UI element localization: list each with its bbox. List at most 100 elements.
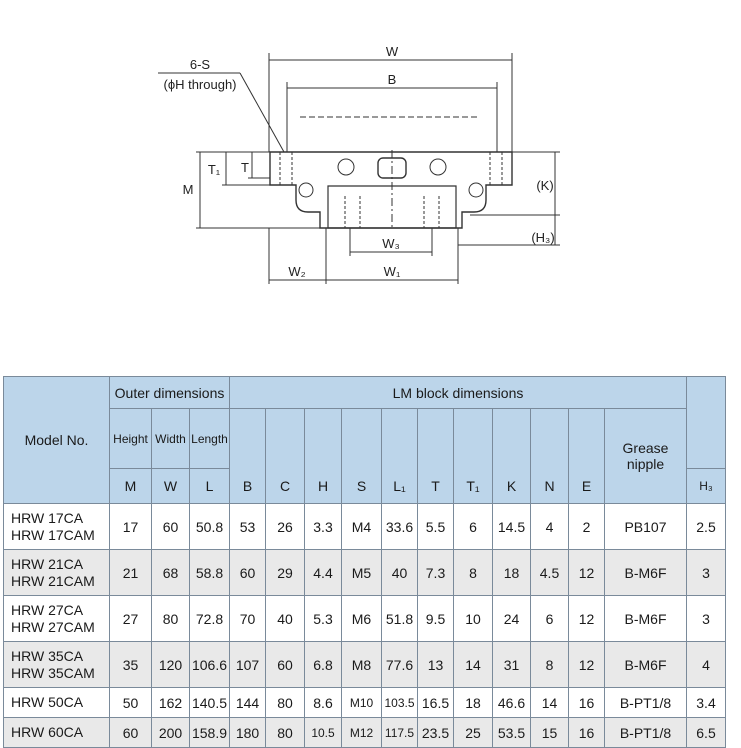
cell-l1: 51.8 (381, 595, 418, 642)
cell-b: 53 (229, 503, 266, 550)
cell-b: 180 (229, 717, 266, 748)
header-t: T (417, 408, 454, 504)
cell-h3: 3 (686, 549, 726, 596)
header-blank (686, 376, 726, 469)
cell-n: 8 (530, 641, 569, 688)
cell-e: 12 (568, 641, 605, 688)
cell-l: 50.8 (189, 503, 230, 550)
cell-h3: 6.5 (686, 717, 726, 748)
cell-t1: 10 (453, 595, 493, 642)
cell-l1: 77.6 (381, 641, 418, 688)
cell-h: 3.3 (304, 503, 342, 550)
cell-t: 13 (417, 641, 454, 688)
cell-n: 4 (530, 503, 569, 550)
label-k: (K) (536, 178, 553, 193)
cell-n: 15 (530, 717, 569, 748)
model-number: HRW 50CA (11, 694, 84, 710)
header-n: N (530, 408, 569, 504)
cell-h: 5.3 (304, 595, 342, 642)
cell-l: 106.6 (189, 641, 230, 688)
label-w: W (386, 44, 399, 59)
cell-c: 80 (265, 717, 305, 748)
cell-t1: 6 (453, 503, 493, 550)
cell-s: M6 (341, 595, 382, 642)
cell-b: 70 (229, 595, 266, 642)
cell-b: 144 (229, 687, 266, 718)
cell-t1: 8 (453, 549, 493, 596)
cell-l1: 40 (381, 549, 418, 596)
cell-m: 50 (109, 687, 152, 718)
cell-k: 53.5 (492, 717, 531, 748)
model-number: HRW 21CAM (11, 572, 95, 589)
header-t1: T₁ (453, 408, 493, 504)
cell-b: 107 (229, 641, 266, 688)
cell-m: 35 (109, 641, 152, 688)
cell-t1: 14 (453, 641, 493, 688)
cell-s: M10 (341, 687, 382, 718)
block-cross-section-drawing: W B 6-S (ϕH through) T₁ T M (K) (H₃) W₃ … (158, 44, 560, 284)
cell-n: 14 (530, 687, 569, 718)
cell-l1: 117.5 (381, 717, 418, 748)
cell-e: 12 (568, 595, 605, 642)
cell-s: M12 (341, 717, 382, 748)
cell-w: 162 (151, 687, 190, 718)
cell-h: 6.8 (304, 641, 342, 688)
label-t1: T₁ (208, 162, 221, 177)
header-h: H (304, 408, 342, 504)
header-grease-nipple: Grease nipple (604, 408, 687, 504)
cell-l: 58.8 (189, 549, 230, 596)
label-holes-note: (ϕH through) (163, 77, 236, 92)
cell-k: 18 (492, 549, 531, 596)
cell-h3: 4 (686, 641, 726, 688)
cell-n: 6 (530, 595, 569, 642)
cell-s: M4 (341, 503, 382, 550)
cell-k: 31 (492, 641, 531, 688)
header-l: L (189, 468, 230, 504)
cell-h3: 2.5 (686, 503, 726, 550)
header-height: Height (109, 408, 152, 469)
header-width: Width (151, 408, 190, 469)
cell-s: M5 (341, 549, 382, 596)
cell-s: M8 (341, 641, 382, 688)
header-c: C (265, 408, 305, 504)
cell-e: 2 (568, 503, 605, 550)
label-w3: W₃ (382, 236, 400, 251)
header-model: Model No. (3, 376, 110, 504)
cell-l: 158.9 (189, 717, 230, 748)
cell-n: 4.5 (530, 549, 569, 596)
cell-m: 60 (109, 717, 152, 748)
cell-w: 80 (151, 595, 190, 642)
model-number: HRW 60CA (11, 724, 84, 740)
model-number: HRW 17CAM (11, 526, 95, 543)
cell-l: 72.8 (189, 595, 230, 642)
cell-t: 5.5 (417, 503, 454, 550)
cell-t: 9.5 (417, 595, 454, 642)
dimension-table: Model No. Outer dimensions LM block dime… (3, 376, 726, 748)
cell-c: 40 (265, 595, 305, 642)
cell-t: 23.5 (417, 717, 454, 748)
cell-model: HRW 60CA (3, 717, 110, 748)
cell-h: 10.5 (304, 717, 342, 748)
header-m: M (109, 468, 152, 504)
cell-model: HRW 50CA (3, 687, 110, 718)
header-outer-dimensions: Outer dimensions (109, 376, 230, 409)
label-w1: W₁ (384, 264, 401, 279)
cell-h3: 3.4 (686, 687, 726, 718)
cell-c: 29 (265, 549, 305, 596)
cell-k: 24 (492, 595, 531, 642)
label-t: T (241, 160, 249, 175)
header-s: S (341, 408, 382, 504)
label-holes: 6-S (190, 57, 211, 72)
cell-c: 26 (265, 503, 305, 550)
cell-m: 17 (109, 503, 152, 550)
